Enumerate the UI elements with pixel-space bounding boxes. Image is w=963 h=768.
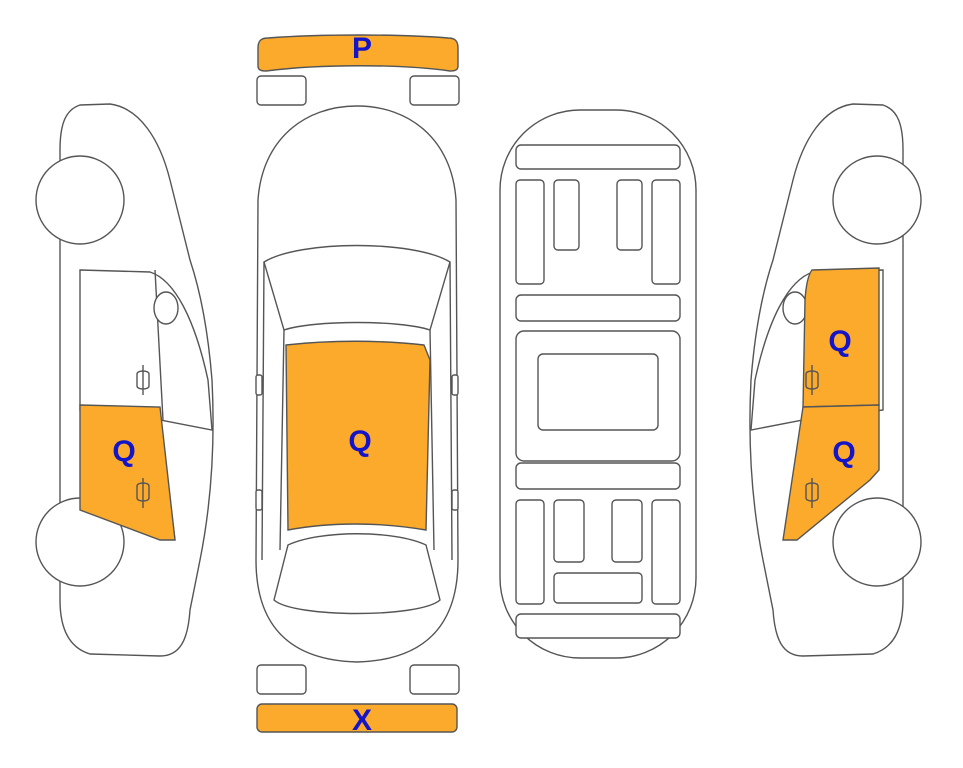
- underbody-mid-front-crossbar: [515, 294, 681, 322]
- left-side-window-outline: [79, 269, 213, 431]
- top-view: P Q X: [255, 32, 460, 737]
- right-side-front-door-label: Q: [828, 325, 851, 358]
- left-side-mirror: [153, 291, 179, 325]
- left-side-front-wheel: [35, 155, 125, 245]
- front-bumper: [257, 34, 459, 72]
- top-left-mirror: [255, 374, 263, 396]
- right-side-rear-door-label: Q: [832, 436, 855, 469]
- right-side-window-outline: [750, 269, 884, 431]
- rear-left-taillight: [256, 664, 307, 695]
- right-side-front-door-handle: [805, 365, 819, 395]
- underbody-view: [499, 109, 697, 659]
- underbody-rear-right-pad: [611, 499, 643, 563]
- right-side-rear-door-handle: [805, 478, 819, 508]
- left-side-damage-zone: [79, 404, 176, 541]
- top-right-mirror: [451, 374, 459, 396]
- underbody-rear-left-rail: [515, 499, 545, 605]
- left-side-damage-label: Q: [112, 435, 135, 468]
- rear-window-outline: [273, 533, 441, 615]
- front-left-headlight: [256, 75, 307, 106]
- left-side-front-door-handle: [136, 365, 150, 395]
- right-side-mirror: [782, 291, 808, 325]
- underbody-front-left-pad: [553, 179, 580, 251]
- underbody-front-crossbar: [515, 144, 681, 170]
- right-side-rear-wheel: [832, 497, 922, 587]
- left-side-rear-door-handle: [136, 478, 150, 508]
- roof-damage-label: Q: [348, 425, 371, 458]
- underbody-rear-center-pad: [553, 572, 643, 604]
- underbody-front-right-pad: [616, 179, 643, 251]
- rear-bumper: [256, 703, 458, 733]
- roof-damage-zone: [285, 340, 431, 531]
- rear-right-taillight: [409, 664, 460, 695]
- top-left-side-line: [261, 261, 285, 561]
- top-right-rear-mirror: [451, 489, 459, 511]
- underbody-rear-left-pad: [553, 499, 585, 563]
- right-side-front-wheel: [832, 155, 922, 245]
- front-right-headlight: [409, 75, 460, 106]
- underbody-rear-right-rail: [651, 499, 681, 605]
- top-left-rear-mirror: [255, 489, 263, 511]
- underbody-rear-crossbar: [515, 613, 681, 639]
- underbody-front-left-rail: [515, 179, 545, 285]
- underbody-front-right-rail: [651, 179, 681, 285]
- rear-bumper-label: X: [352, 704, 372, 737]
- underbody-center-panel: [537, 353, 659, 431]
- front-bumper-label: P: [352, 32, 372, 65]
- right-side-view: Q Q: [749, 103, 922, 657]
- underbody-mid-rear-crossbar: [515, 462, 681, 490]
- top-right-side-line: [429, 261, 453, 561]
- left-side-view: Q: [35, 103, 214, 657]
- right-side-rear-door-damage-zone: [782, 404, 880, 541]
